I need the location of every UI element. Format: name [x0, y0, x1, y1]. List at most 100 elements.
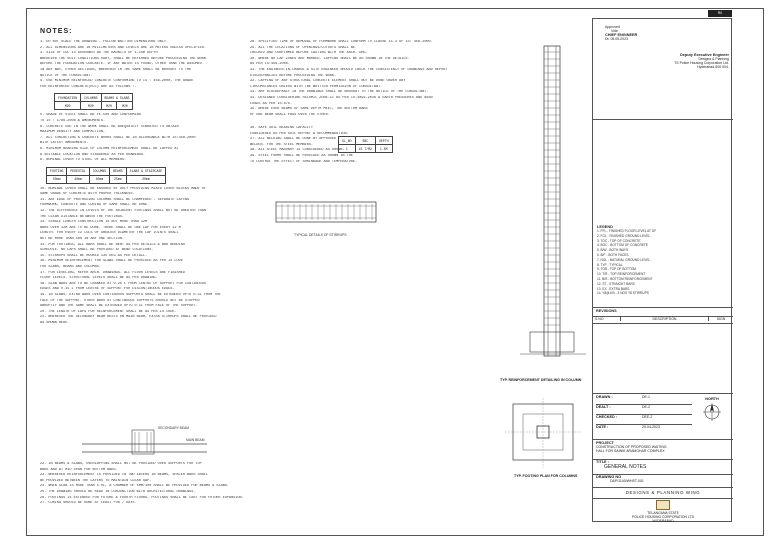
corporation-block: TELANGANA STATE POLICE HOUSING CORPORATI…	[593, 511, 733, 523]
column-outline	[543, 45, 561, 357]
legend-item: 5. B/W - BOTH WAYS	[597, 248, 629, 253]
legend-item: 14. Y8@100 - 3 NOS Y8 STIRRUPS	[597, 291, 649, 296]
north-block: NORTH	[693, 397, 731, 428]
grade-table-header: BEAMS & SLABS	[100, 93, 134, 103]
revisions-header: S.NO DESCRIPTION SIGN	[593, 317, 733, 321]
divider-legend	[593, 119, 733, 120]
note-line: 37. ALL WELDING SHALL BE DONE BY APPROVE…	[250, 137, 337, 142]
title-value: GENERAL NOTES	[604, 464, 647, 470]
note-line: FOR REINFORCED CONCRETE(RCC) ARE AS FOLL…	[40, 84, 137, 89]
notes-left-group-4: 22. IN BEAMS & SLABS, OVERLAPPING SHALL …	[40, 462, 250, 507]
notes-left-group-2: 5. GRADE OF STEEL SHALL BE FE-500 AND CO…	[40, 113, 240, 163]
legend-item: 1. FFL - FINISHED FLOOR LEVEL AT GF	[597, 229, 657, 233]
note-line: BARS OVER 12M ARE TO BE DONE. THERE SHAL…	[40, 225, 181, 230]
north-label: NORTH	[705, 397, 719, 401]
note-line: 13. SINGLE LENGTH CONSTRUCTION IS NOT MO…	[40, 220, 148, 225]
secondary-beam-sketch: SECONDARY BEAM MAIN BEAM	[82, 426, 207, 455]
secondary-beam-label: SECONDARY BEAM	[158, 426, 189, 430]
chief-engineer-date: Dt: 05.05.2023	[605, 37, 628, 41]
notes-right-group-2: 36. SAFE SOIL BEARING CAPACITY CONSIDERE…	[250, 126, 410, 165]
title-label: TITLE :	[596, 460, 609, 464]
grade-table-cell: M20	[80, 101, 102, 111]
note-line: 1. DO NOT SCALE THE DRAWING - FOLLOW WRI…	[40, 40, 169, 44]
dealt-value: DE-2	[642, 405, 650, 409]
note-line: BEFORE THE FOUNDATION CONCRETE. IF ANY W…	[40, 62, 202, 67]
checked-value: DEE-2	[642, 415, 653, 419]
grade-table-header: COLUMNS	[80, 93, 102, 103]
note-line: 14. FOR FOOTINGS, ALL BARS SHALL BE BENT…	[40, 242, 185, 247]
cover-table-header: COLUMNS	[88, 166, 111, 176]
secondary-beam-section	[131, 429, 155, 455]
sbc-table-cell: SL_NO	[338, 136, 356, 145]
note-line: 23. WHEREVER REINFORCEMENT IS PROVIDED I…	[40, 473, 209, 478]
note-line: 3. SIZE OF COL IS GOVERNED AS THE BAUNIT…	[40, 51, 158, 56]
footing-plan-caption: TYP. FOOTING PLAN FOR COLUMNS	[514, 474, 578, 478]
stirrup-caption: TYPICAL DETAILS OF STIRRUPS	[294, 233, 347, 237]
note-line: 28. SPECIFIED TIME OF REMOVAL OF FORMWOR…	[250, 40, 433, 44]
note-line: TO IS : 1786-2008 & AMENDMENTS.	[40, 118, 106, 123]
notes-right-group: 28. SPECIFIED TIME OF REMOVAL OF FORMWOR…	[250, 40, 490, 118]
stirrup-section-sketch: TYPICAL DETAILS OF STIRRUPS	[275, 201, 377, 237]
note-line: 21. WHEREVER THE SECONDARY BEAM RESTS ON…	[40, 315, 217, 320]
notes-right-column-2: 36. SAFE SOIL BEARING CAPACITY CONSIDERE…	[250, 126, 410, 165]
note-line: AS PER IS:456-2000.	[250, 62, 290, 67]
legend-item: 4. BOC - BOTTOM OF CONCRETE	[597, 243, 648, 248]
revisions-label: REVISIONS	[596, 309, 617, 313]
wing-label: DESIGNS & PLANNING WING	[625, 490, 701, 495]
note-line: CONSIDERED AS PER SOIL REPORT & RECOMMEN…	[250, 131, 349, 136]
legend-item: 12. ST - STRAIGHT BARS	[597, 281, 635, 286]
note-line: 25. THE DRAWING SHOULD BE READ IN CONJUN…	[40, 489, 196, 494]
column-detail-caption: TYP. REINFORCEMENT DETAILING IN COLUMN	[500, 378, 582, 382]
note-line: FOR SLABS, BEAMS AND COLUMNS.	[40, 265, 101, 269]
note-line: 9. NOMINAL COVER TO STEEL OF ALL MEMBERS…	[40, 158, 127, 163]
notes-left-column-bottom: 22. IN BEAMS & SLABS, OVERLAPPING SHALL …	[40, 462, 250, 507]
legend-item: 9. TOB - TOP OF BOTTOM	[597, 267, 636, 272]
drawn-value: DE-1	[642, 395, 650, 399]
approval-block: Approved Vide CHIEF ENGINEER Dt: 05.05.2…	[605, 25, 637, 41]
notes-heading: NOTES:	[40, 28, 73, 35]
deputy-sub: Designs & Planning	[698, 57, 729, 61]
note-line: 30. WHERE NO LAP ZONES ARE MARKED, LAPPI…	[250, 56, 410, 61]
legend-item: 11. B/R - BOTTOM REINFORCEMENT	[597, 276, 653, 281]
note-line: TO CONTROL THE EFFECT OF SHRINKAGE AND T…	[250, 159, 358, 164]
checked-label: CHECKED :	[596, 415, 618, 419]
note-line: DISCREPANCIES BEFORE PROCEEDING THE WORK…	[250, 73, 337, 78]
note-line: 17. FOR LEVELING, REFER ARCH. DRAWINGS. …	[40, 270, 185, 275]
divider-signoff	[593, 393, 733, 394]
note-line: 22. IN BEAMS & SLABS, OVERLAPPING SHALL …	[40, 462, 202, 466]
cover-table-cell: 40mm	[88, 174, 111, 184]
note-line: SCHEDULE. NO LAPS SHALL BE PROVIDED AT B…	[40, 248, 154, 253]
notes-left-column: 1. DO NOT SCALE THE DRAWING - FOLLOW WRI…	[40, 40, 240, 327]
note-line: 10. NOMINAL COVER SHALL BE ENSURED BY DU…	[40, 186, 206, 191]
note-line: NOTICE OF THE CONSULTANT.	[40, 73, 93, 78]
corp-line-1: TELANGANA STATE	[647, 511, 679, 515]
drawing-number-block: DRAWING NO D&P/1140/WHST-001	[596, 475, 644, 483]
legend-item: 7. NGL - NATURAL GROUND LEVEL	[597, 257, 651, 262]
cover-table-header: PEDESTAL	[66, 166, 90, 176]
note-line: A SUITABLE LOCATION AND STAGGERED AS PER…	[40, 152, 146, 157]
column-elevation-sketch	[520, 45, 586, 357]
note-line: WITH LATEST AMENDMENTS.	[40, 141, 89, 146]
note-line: FACE OF THE SUPPORT. OTHER BARS AT CONTI…	[40, 298, 200, 303]
cover-table-header: SLABS & STAIRCASE	[125, 166, 167, 176]
note-line: IN ANY WAY, OTHER SECTIONS, WHEREVER IN …	[40, 67, 192, 72]
main-beam-label: MAIN BEAM	[186, 438, 205, 442]
approval-vide: Vide	[611, 29, 618, 33]
deputy-block: Deputy Executive Engineer Designs & Plan…	[641, 53, 729, 69]
note-line: 7. ALL CONCRETING & CONCRETE WORKS SHALL…	[40, 135, 196, 140]
note-line: 16. MINIMUM REINFORCEMENT FOR SLABS SHAL…	[40, 259, 183, 264]
note-line: 18. SLAB BARS ARE TO BE CRANKED AT 0.25 …	[40, 281, 206, 286]
note-line: 4. USE MINIMUM REINFORCED CONCRETE CONFO…	[40, 79, 194, 84]
chief-engineer-label: CHIEF ENGINEER	[605, 33, 638, 37]
note-line: ABRUPTLY AND THE SAME SHALL BE EXTENDED …	[40, 304, 198, 309]
cover-table-cell: 25mm	[109, 174, 127, 184]
date-value: 29-04-2023	[642, 425, 660, 429]
legend-item: 6. B/F - BOTH FACES	[597, 252, 629, 257]
legend-item: 2. FGL - FINISHED GROUND LEVEL	[597, 233, 651, 238]
title-block: Approved Vide CHIEF ENGINEER Dt: 05.05.2…	[592, 18, 733, 523]
note-line: 26. FOOTINGS IS EXTENDED FOR FUTURE & FO…	[40, 495, 244, 500]
